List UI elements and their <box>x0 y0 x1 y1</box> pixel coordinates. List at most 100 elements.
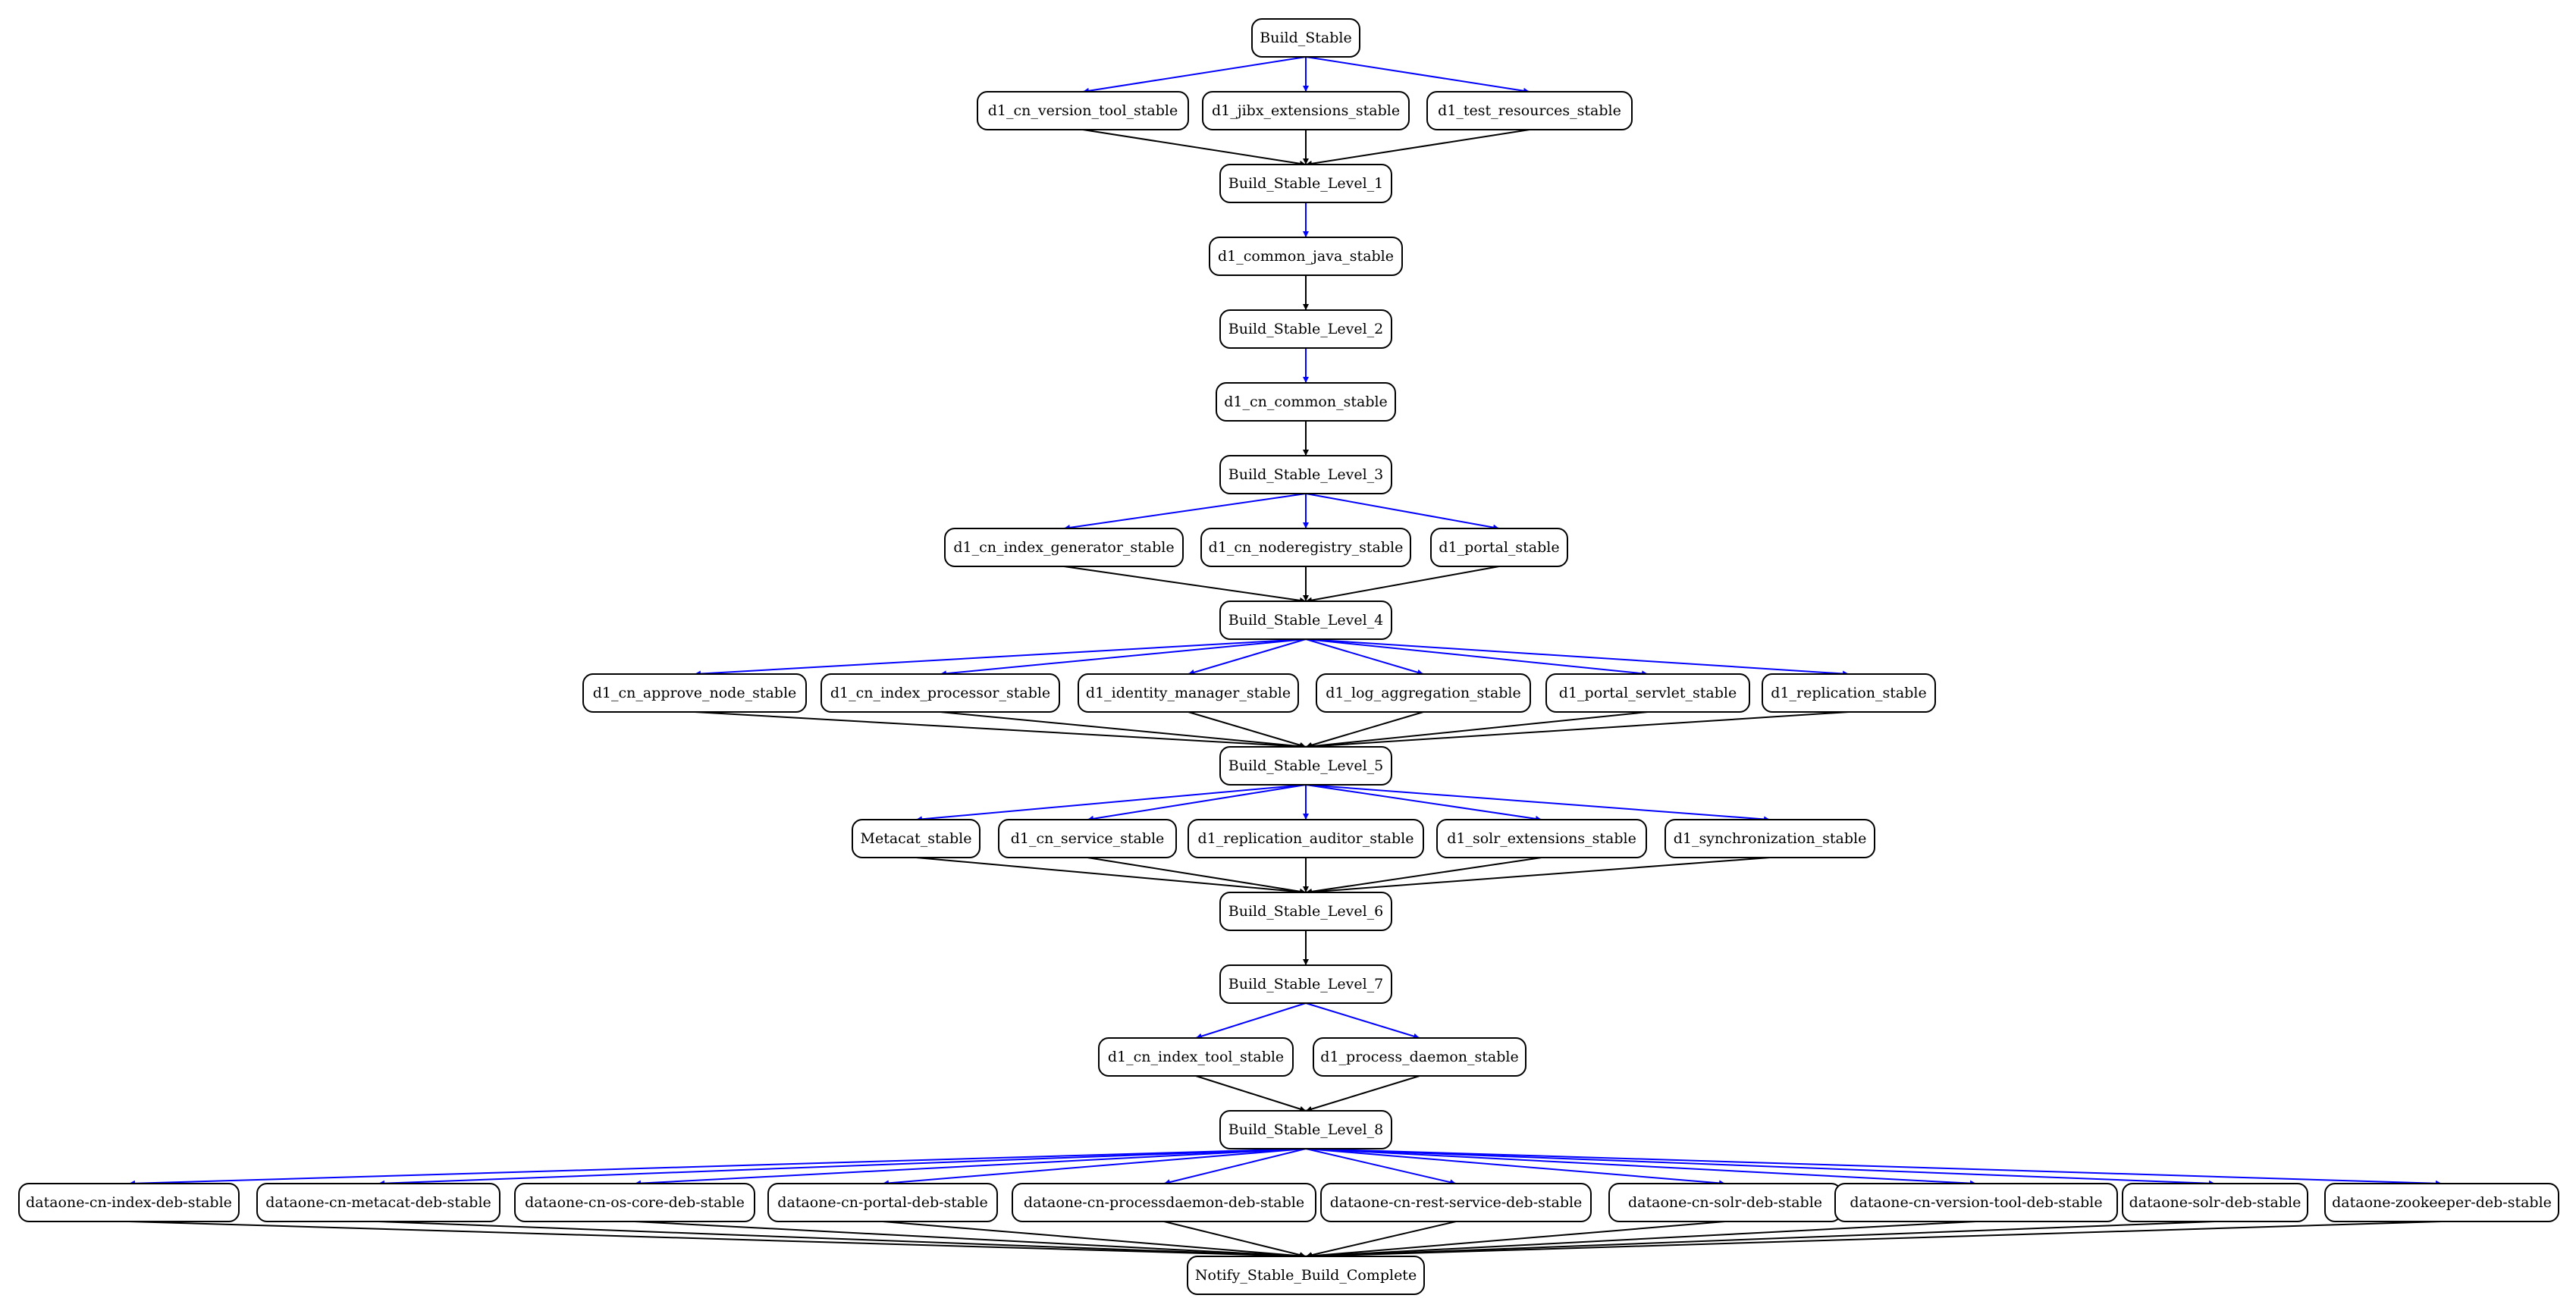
node-label-d1-cn-noderegistry-stable: d1_cn_noderegistry_stable <box>1209 539 1404 556</box>
node-dataone-cn-portal-deb-stable[interactable]: dataone-cn-portal-deb-stable <box>767 1183 998 1222</box>
node-notify-stable-build-complete[interactable]: Notify_Stable_Build_Complete <box>1187 1256 1425 1295</box>
node-label-dataone-zookeeper-deb-stable: dataone-zookeeper-deb-stable <box>2332 1194 2552 1211</box>
node-label-d1-cn-index-processor-stable: d1_cn_index_processor_stable <box>830 685 1050 701</box>
edge-build_stable_level_3-to-d1_portal_stable <box>1305 493 1500 531</box>
edge-build_stable_level_8-to-dataone_zookeeper_deb_stable <box>1305 1148 2443 1187</box>
node-d1-cn-common-stable[interactable]: d1_cn_common_stable <box>1216 382 1396 422</box>
node-dataone-cn-processdaemon-deb-stable[interactable]: dataone-cn-processdaemon-deb-stable <box>1012 1183 1316 1222</box>
node-d1-cn-service-stable[interactable]: d1_cn_service_stable <box>998 819 1177 858</box>
node-label-d1-cn-approve-node-stable: d1_cn_approve_node_stable <box>593 685 797 701</box>
node-label-dataone-cn-metacat-deb-stable: dataone-cn-metacat-deb-stable <box>265 1194 491 1211</box>
node-d1-cn-index-generator-stable[interactable]: d1_cn_index_generator_stable <box>944 528 1184 567</box>
node-d1-cn-noderegistry-stable[interactable]: d1_cn_noderegistry_stable <box>1200 528 1411 567</box>
node-build-stable-level-3[interactable]: Build_Stable_Level_3 <box>1219 455 1392 494</box>
node-label-d1-common-java-stable: d1_common_java_stable <box>1218 248 1394 265</box>
node-dataone-cn-metacat-deb-stable[interactable]: dataone-cn-metacat-deb-stable <box>256 1183 500 1222</box>
edge-dataone_cn_solr_deb_stable-to-notify_stable_build_complete <box>1305 1221 1726 1259</box>
node-dataone-cn-version-tool-deb-stable[interactable]: dataone-cn-version-tool-deb-stable <box>1834 1183 2118 1222</box>
node-label-notify-stable-build-complete: Notify_Stable_Build_Complete <box>1195 1267 1417 1284</box>
node-label-d1-cn-common-stable: d1_cn_common_stable <box>1224 394 1388 410</box>
node-label-d1-test-resources-stable: d1_test_resources_stable <box>1438 102 1621 119</box>
node-label-dataone-cn-version-tool-deb-stable: dataone-cn-version-tool-deb-stable <box>1850 1194 2102 1211</box>
node-d1-portal-stable[interactable]: d1_portal_stable <box>1430 528 1568 567</box>
node-dataone-cn-solr-deb-stable[interactable]: dataone-cn-solr-deb-stable <box>1608 1183 1842 1222</box>
edge-dataone_cn_index_deb_stable-to-notify_stable_build_complete <box>128 1221 1307 1259</box>
node-d1-solr-extensions-stable[interactable]: d1_solr_extensions_stable <box>1436 819 1647 858</box>
node-build-stable-level-5[interactable]: Build_Stable_Level_5 <box>1219 746 1392 786</box>
node-label-dataone-solr-deb-stable: dataone-solr-deb-stable <box>2129 1194 2301 1211</box>
node-build-stable-level-6[interactable]: Build_Stable_Level_6 <box>1219 892 1392 931</box>
edge-d1_identity_manager_stable-to-build_stable_level_5 <box>1188 711 1307 748</box>
edge-d1_cn_index_generator_stable-to-build_stable_level_4 <box>1063 566 1307 604</box>
node-label-d1-portal-stable: d1_portal_stable <box>1439 539 1559 556</box>
node-build-stable-level-4[interactable]: Build_Stable_Level_4 <box>1219 601 1392 640</box>
edge-build_stable_level_8-to-dataone_cn_portal_deb_stable <box>882 1148 1307 1187</box>
node-d1-cn-version-tool-stable[interactable]: d1_cn_version_tool_stable <box>977 91 1189 130</box>
node-label-dataone-cn-portal-deb-stable: dataone-cn-portal-deb-stable <box>777 1194 987 1211</box>
node-build-stable-level-1[interactable]: Build_Stable_Level_1 <box>1219 164 1392 203</box>
node-d1-test-resources-stable[interactable]: d1_test_resources_stable <box>1426 91 1633 130</box>
edge-build_stable_level_7-to-d1_process_daemon_stable <box>1305 1002 1420 1040</box>
node-dataone-cn-index-deb-stable[interactable]: dataone-cn-index-deb-stable <box>18 1183 240 1222</box>
node-d1-portal-servlet-stable[interactable]: d1_portal_servlet_stable <box>1545 673 1750 713</box>
edge-build_stable-to-d1_cn_version_tool_stable <box>1082 56 1307 94</box>
node-label-d1-cn-index-generator-stable: d1_cn_index_generator_stable <box>953 539 1174 556</box>
edge-build_stable_level_4-to-d1_identity_manager_stable <box>1188 638 1307 676</box>
edge-d1_cn_version_tool_stable-to-build_stable_level_1 <box>1082 129 1307 167</box>
edge-dataone_cn_version_tool_deb_stable-to-notify_stable_build_complete <box>1305 1221 1977 1259</box>
node-d1-synchronization-stable[interactable]: d1_synchronization_stable <box>1665 819 1875 858</box>
node-d1-cn-index-processor-stable[interactable]: d1_cn_index_processor_stable <box>820 673 1060 713</box>
node-label-d1-synchronization-stable: d1_synchronization_stable <box>1674 830 1867 847</box>
edge-d1_log_aggregation_stable-to-build_stable_level_5 <box>1305 711 1424 748</box>
node-d1-log-aggregation-stable[interactable]: d1_log_aggregation_stable <box>1316 673 1531 713</box>
node-label-d1-process-daemon-stable: d1_process_daemon_stable <box>1320 1049 1518 1065</box>
edge-d1_portal_stable-to-build_stable_level_4 <box>1305 566 1500 604</box>
edge-dataone_cn_processdaemon_deb_stable-to-notify_stable_build_complete <box>1163 1221 1307 1258</box>
node-label-d1-log-aggregation-stable: d1_log_aggregation_stable <box>1326 685 1520 701</box>
edge-d1_portal_servlet_stable-to-build_stable_level_5 <box>1305 711 1649 750</box>
node-d1-replication-stable[interactable]: d1_replication_stable <box>1762 673 1936 713</box>
edge-d1_replication_stable-to-build_stable_level_5 <box>1305 711 1850 750</box>
edge-build_stable_level_8-to-dataone_cn_metacat_deb_stable <box>378 1148 1307 1187</box>
edge-build_stable_level_5-to-d1_cn_service_stable <box>1087 784 1307 822</box>
edge-build_stable_level_8-to-dataone_cn_index_deb_stable <box>128 1148 1307 1187</box>
node-dataone-cn-os-core-deb-stable[interactable]: dataone-cn-os-core-deb-stable <box>514 1183 755 1222</box>
node-d1-cn-approve-node-stable[interactable]: d1_cn_approve_node_stable <box>582 673 807 713</box>
node-d1-jibx-extensions-stable[interactable]: d1_jibx_extensions_stable <box>1202 91 1410 130</box>
node-d1-common-java-stable[interactable]: d1_common_java_stable <box>1209 237 1403 276</box>
edge-d1_cn_service_stable-to-build_stable_level_6 <box>1087 857 1307 895</box>
node-build-stable-level-8[interactable]: Build_Stable_Level_8 <box>1219 1110 1392 1149</box>
edge-d1_cn_index_tool_stable-to-build_stable_level_8 <box>1195 1075 1307 1112</box>
node-label-d1-cn-version-tool-stable: d1_cn_version_tool_stable <box>988 102 1178 119</box>
node-d1-identity-manager-stable[interactable]: d1_identity_manager_stable <box>1078 673 1299 713</box>
node-build-stable[interactable]: Build_Stable <box>1251 18 1360 58</box>
edge-build_stable_level_4-to-d1_replication_stable <box>1305 638 1850 677</box>
edge-build_stable_level_4-to-d1_portal_servlet_stable <box>1305 638 1649 677</box>
node-dataone-solr-deb-stable[interactable]: dataone-solr-deb-stable <box>2122 1183 2308 1222</box>
node-label-d1-replication-auditor-stable: d1_replication_auditor_stable <box>1198 830 1414 847</box>
edge-build_stable_level_8-to-dataone_cn_rest_service_deb_stable <box>1305 1148 1457 1186</box>
edge-d1_process_daemon_stable-to-build_stable_level_8 <box>1305 1075 1420 1112</box>
node-build-stable-level-2[interactable]: Build_Stable_Level_2 <box>1219 309 1392 349</box>
edge-build_stable_level_4-to-d1_cn_index_processor_stable <box>940 638 1307 677</box>
node-metacat-stable[interactable]: Metacat_stable <box>852 819 981 858</box>
edge-dataone_zookeeper_deb_stable-to-notify_stable_build_complete <box>1305 1221 2443 1259</box>
node-d1-process-daemon-stable[interactable]: d1_process_daemon_stable <box>1313 1037 1526 1077</box>
edge-build_stable_level_4-to-d1_cn_approve_node_stable <box>694 638 1307 677</box>
node-layer: Build_Stable d1_cn_version_tool_stable d… <box>18 18 2559 1295</box>
node-label-d1-cn-index-tool-stable: d1_cn_index_tool_stable <box>1108 1049 1284 1065</box>
node-dataone-zookeeper-deb-stable[interactable]: dataone-zookeeper-deb-stable <box>2324 1183 2559 1222</box>
node-dataone-cn-rest-service-deb-stable[interactable]: dataone-cn-rest-service-deb-stable <box>1320 1183 1592 1222</box>
edge-metacat_stable-to-build_stable_level_6 <box>915 857 1307 895</box>
edge-build_stable_level_8-to-dataone_cn_version_tool_deb_stable <box>1305 1148 1977 1187</box>
node-label-build-stable-level-2: Build_Stable_Level_2 <box>1228 321 1383 337</box>
edge-build_stable_level_8-to-dataone_cn_solr_deb_stable <box>1305 1148 1726 1187</box>
node-build-stable-level-7[interactable]: Build_Stable_Level_7 <box>1219 964 1392 1004</box>
node-label-build-stable-level-6: Build_Stable_Level_6 <box>1228 903 1383 920</box>
edge-build_stable_level_4-to-d1_log_aggregation_stable <box>1305 638 1424 676</box>
node-d1-replication-auditor-stable[interactable]: d1_replication_auditor_stable <box>1188 819 1424 858</box>
edge-build_stable_level_5-to-d1_solr_extensions_stable <box>1305 784 1542 822</box>
node-d1-cn-index-tool-stable[interactable]: d1_cn_index_tool_stable <box>1098 1037 1294 1077</box>
edge-dataone_cn_rest_service_deb_stable-to-notify_stable_build_complete <box>1305 1221 1457 1259</box>
